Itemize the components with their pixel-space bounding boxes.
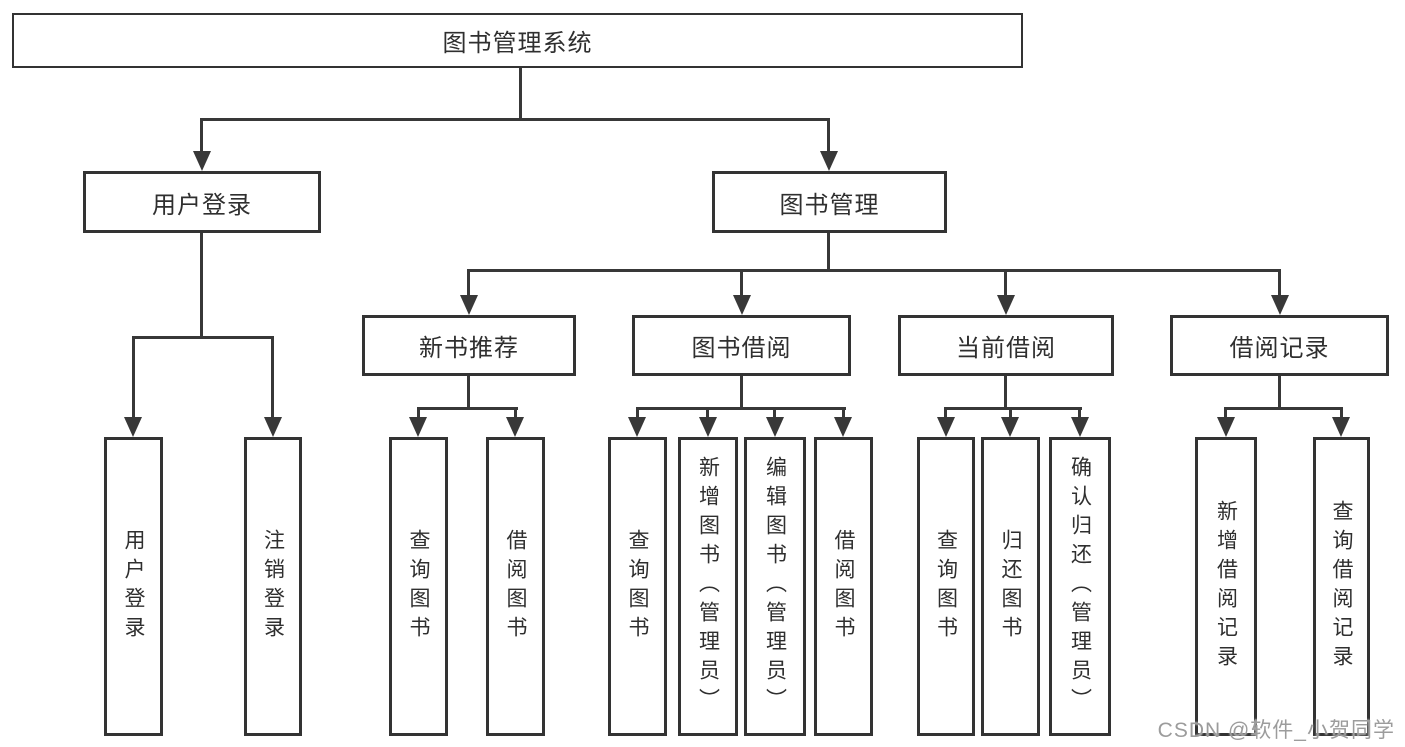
arrowhead-user-login: [193, 151, 211, 171]
connector-branch-user-login: [200, 118, 203, 153]
connector-branch-cb-confirm: [1078, 407, 1081, 419]
leaf-bb-query-books-label: 查询图书: [626, 528, 649, 645]
node-book-borrow-label: 图书借阅: [691, 335, 792, 362]
node-book-mgmt-label: 图书管理: [779, 191, 880, 219]
node-user-login-label: 用户登录: [152, 191, 252, 219]
connector-current-borrow-stem: [1004, 376, 1007, 407]
leaf-user-login-label: 用户登录: [122, 528, 145, 645]
leaf-nb-query-books: 查询图书: [389, 437, 448, 736]
leaf-logout: 注销登录: [244, 437, 302, 736]
leaf-bb-add-books-admin: 新增图书（管理员）: [678, 437, 738, 736]
node-new-book-rec-label: 新书推荐: [419, 335, 519, 362]
arrowhead-book-mgmt: [820, 151, 838, 171]
node-user-login: 用户登录: [83, 171, 321, 233]
arrowhead-br-add: [1217, 417, 1235, 437]
connector-borrow-record-stem: [1278, 376, 1281, 407]
arrowhead-bb-edit: [766, 417, 784, 437]
connector-branch-bb-borrow: [842, 407, 845, 419]
arrowhead-cb-return: [1001, 417, 1019, 437]
connector-branch-nb-borrow: [514, 407, 517, 419]
arrowhead-new-book: [460, 295, 478, 315]
connector-branch-nb-query: [417, 407, 420, 419]
leaf-br-query-record-label: 查询借阅记录: [1330, 499, 1353, 674]
arrowhead-bb-add: [699, 417, 717, 437]
connector-book-borrow-split: [636, 407, 846, 410]
arrowhead-cb-confirm: [1071, 417, 1089, 437]
arrowhead-bb-borrow: [834, 417, 852, 437]
leaf-cb-return-books: 归还图书: [981, 437, 1040, 736]
node-current-borrow-label: 当前借阅: [956, 335, 1056, 362]
leaf-cb-confirm-return-admin: 确认归还（管理员）: [1049, 437, 1111, 736]
node-book-borrow: 图书借阅: [632, 315, 851, 376]
arrowhead-borrow-record: [1271, 295, 1289, 315]
node-current-borrow: 当前借阅: [898, 315, 1114, 376]
arrowhead-nb-borrow: [506, 417, 524, 437]
leaf-nb-borrow-books-label: 借阅图书: [504, 528, 527, 645]
leaf-cb-query-books: 查询图书: [917, 437, 975, 736]
connector-branch-current-borrow: [1004, 269, 1007, 297]
leaf-bb-borrow-books: 借阅图书: [814, 437, 873, 736]
arrowhead-book-borrow: [733, 295, 751, 315]
arrowhead-cb-query: [937, 417, 955, 437]
connector-root-split: [200, 118, 830, 121]
arrowhead-br-query: [1332, 417, 1350, 437]
leaf-nb-query-books-label: 查询图书: [407, 528, 430, 645]
node-new-book-rec: 新书推荐: [362, 315, 576, 376]
watermark-text: CSDN @软件_小贺同学: [1157, 719, 1395, 742]
arrowhead-login: [124, 417, 142, 437]
leaf-bb-edit-books-admin-label: 编辑图书（管理员）: [763, 456, 787, 717]
connector-branch-cb-return: [1009, 407, 1012, 419]
connector-root-stem: [519, 68, 522, 118]
arrowhead-logout: [264, 417, 282, 437]
connector-user-login-stem: [200, 233, 203, 336]
arrowhead-bb-query: [628, 417, 646, 437]
leaf-logout-label: 注销登录: [261, 528, 285, 645]
connector-branch-bb-query: [636, 407, 639, 419]
connector-branch-login: [132, 336, 135, 419]
node-root-label: 图书管理系统: [442, 30, 593, 57]
node-borrow-record-label: 借阅记录: [1229, 335, 1330, 362]
connector-branch-book-borrow: [740, 269, 743, 297]
leaf-cb-return-books-label: 归还图书: [999, 528, 1022, 645]
connector-branch-cb-query: [944, 407, 947, 419]
connector-branch-br-add: [1224, 407, 1227, 419]
connector-branch-new-book: [467, 269, 470, 297]
connector-book-borrow-stem: [740, 376, 743, 407]
connector-user-login-split: [132, 336, 274, 339]
connector-branch-logout: [271, 336, 274, 419]
connector-book-mgmt-stem: [827, 233, 830, 269]
connector-branch-book-mgmt: [827, 118, 830, 153]
node-borrow-record: 借阅记录: [1170, 315, 1389, 376]
leaf-bb-query-books: 查询图书: [608, 437, 667, 736]
arrowhead-nb-query: [409, 417, 427, 437]
connector-new-book-split: [417, 407, 518, 410]
leaf-cb-confirm-return-admin-label: 确认归还（管理员）: [1068, 456, 1092, 717]
leaf-nb-borrow-books: 借阅图书: [486, 437, 545, 736]
leaf-br-add-record-label: 新增借阅记录: [1214, 499, 1238, 674]
connector-new-book-stem: [467, 376, 470, 407]
connector-branch-borrow-record: [1278, 269, 1281, 297]
connector-book-mgmt-split: [467, 269, 1281, 272]
arrowhead-current-borrow: [997, 295, 1015, 315]
leaf-cb-query-books-label: 查询图书: [934, 528, 958, 645]
connector-branch-bb-edit: [773, 407, 776, 419]
leaf-bb-add-books-admin-label: 新增图书（管理员）: [696, 456, 720, 717]
node-book-mgmt: 图书管理: [712, 171, 947, 233]
connector-branch-br-query: [1340, 407, 1343, 419]
leaf-user-login: 用户登录: [104, 437, 163, 736]
leaf-bb-edit-books-admin: 编辑图书（管理员）: [744, 437, 806, 736]
connector-current-borrow-split: [944, 407, 1082, 410]
leaf-br-add-record: 新增借阅记录: [1195, 437, 1257, 736]
leaf-br-query-record: 查询借阅记录: [1313, 437, 1370, 736]
connector-borrow-record-split: [1224, 407, 1343, 410]
node-root: 图书管理系统: [12, 13, 1023, 68]
connector-branch-bb-add: [706, 407, 709, 419]
leaf-bb-borrow-books-label: 借阅图书: [832, 528, 855, 645]
